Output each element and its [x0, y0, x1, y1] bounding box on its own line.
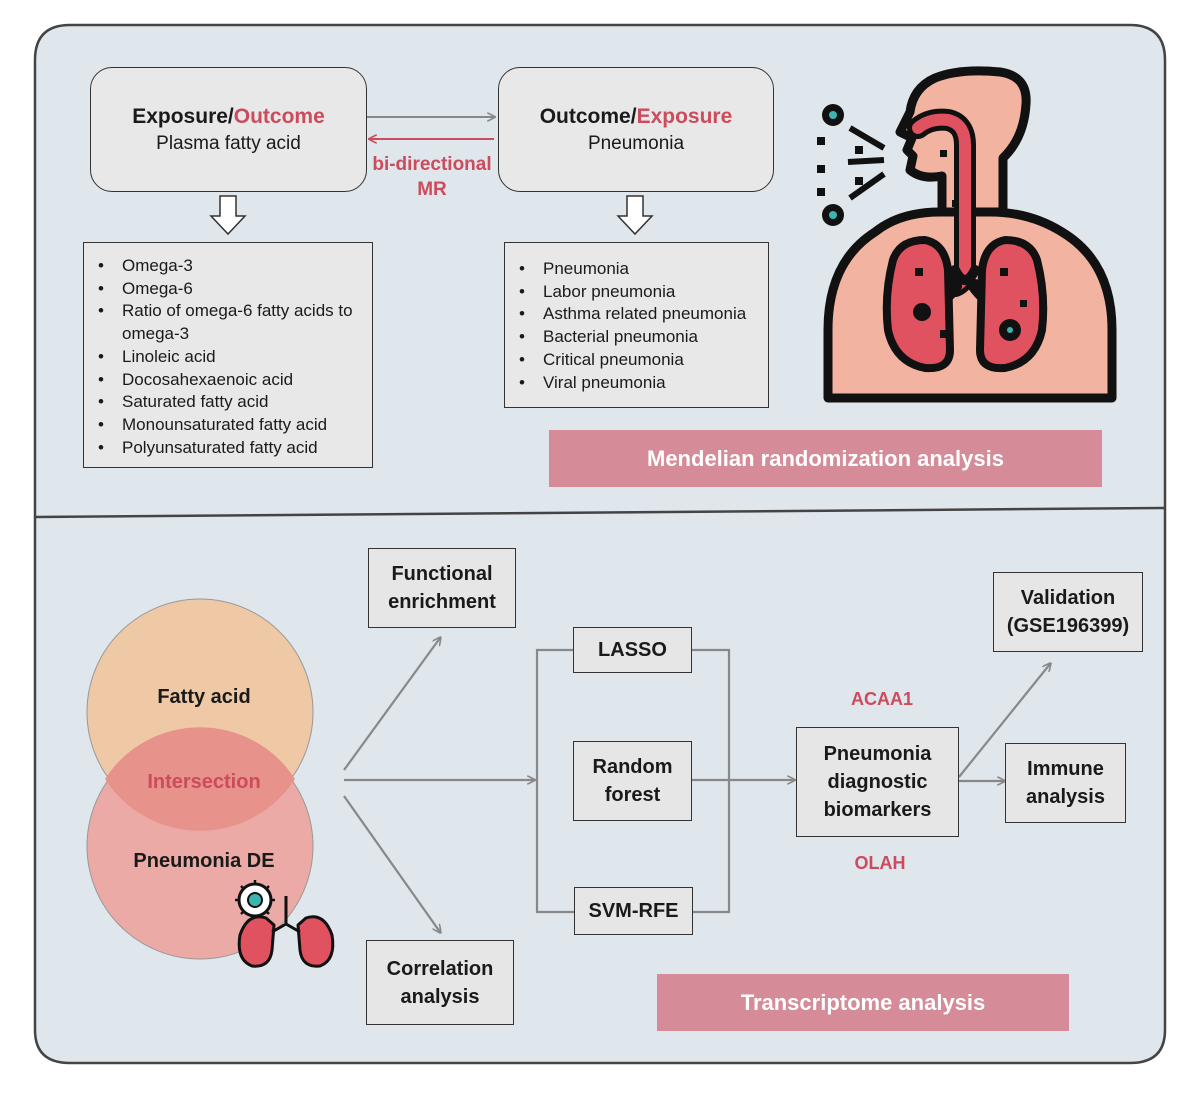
arrow-to-validation — [958, 664, 1050, 778]
arrow-to-correlation — [343, 795, 440, 932]
outcome-list: PneumoniaLabor pneumoniaAsthma related p… — [504, 242, 769, 408]
outcome-box: Outcome/Exposure Pneumonia — [498, 67, 774, 192]
list-item: Ratio of omega-6 fatty acids to omega-3 — [98, 300, 362, 345]
gene-acaa1: ACAA1 — [850, 689, 913, 709]
bidirectional-mr-label: bi-directional MR — [372, 154, 492, 200]
venn-label-pneumonia-de: Pneumonia DE — [133, 850, 275, 872]
correlation-analysis-box: Correlation analysis — [366, 940, 514, 1025]
outcome-items: PneumoniaLabor pneumoniaAsthma related p… — [513, 258, 762, 394]
down-arrow-left — [209, 195, 247, 236]
list-item: Bacterial pneumonia — [519, 326, 762, 349]
biomarkers-box: Pneumonia diagnostic biomarkers — [796, 727, 959, 837]
exposure-subtitle: Plasma fatty acid — [156, 132, 301, 154]
panel-divider — [34, 506, 1166, 519]
virus-particles — [817, 104, 1027, 341]
outcome-title: Outcome/ — [539, 104, 637, 128]
svm-rfe-box: SVM-RFE — [574, 887, 693, 935]
list-item: Saturated fatty acid — [98, 391, 362, 414]
exposure-list: Omega-3Omega-6Ratio of omega-6 fatty aci… — [83, 242, 373, 468]
exposure-title-red: Exposure — [636, 104, 733, 128]
functional-enrichment-box: Functional enrichment — [368, 548, 516, 628]
lasso-box: LASSO — [573, 627, 692, 673]
list-item: Linoleic acid — [98, 346, 362, 369]
list-item: Omega-6 — [98, 278, 362, 301]
virus-icon — [235, 880, 275, 920]
list-item: Pneumonia — [519, 258, 762, 281]
venn-label-fatty-acid: Fatty acid — [157, 686, 251, 708]
list-item: Monounsaturated fatty acid — [98, 414, 362, 437]
venn-label-intersection: Intersection — [147, 771, 261, 793]
list-item: Omega-3 — [98, 255, 362, 278]
exposure-box: Exposure/Outcome Plasma fatty acid — [90, 67, 367, 192]
outcome-subtitle: Pneumonia — [587, 132, 685, 154]
transcriptome-banner: Transcriptome analysis — [657, 974, 1069, 1031]
lungs-icon — [237, 896, 335, 968]
list-item: Polyunsaturated fatty acid — [98, 437, 362, 460]
mr-banner: Mendelian randomization analysis — [549, 430, 1102, 487]
list-item: Critical pneumonia — [519, 349, 762, 372]
exposure-title: Exposure/ — [132, 104, 234, 128]
list-item: Labor pneumonia — [519, 281, 762, 304]
validation-box: Validation (GSE196399) — [993, 572, 1143, 652]
list-item: Viral pneumonia — [519, 372, 762, 395]
arrow-to-functional — [343, 638, 440, 771]
list-item: Docosahexaenoic acid — [98, 369, 362, 392]
random-forest-box: Random forest — [573, 741, 692, 821]
exposure-items: Omega-3Omega-6Ratio of omega-6 fatty aci… — [92, 255, 362, 459]
list-item: Asthma related pneumonia — [519, 303, 762, 326]
down-arrow-right — [616, 195, 654, 236]
immune-analysis-box: Immune analysis — [1005, 743, 1126, 823]
outcome-title-red: Outcome — [233, 104, 325, 128]
gene-olah: OLAH — [854, 853, 906, 873]
